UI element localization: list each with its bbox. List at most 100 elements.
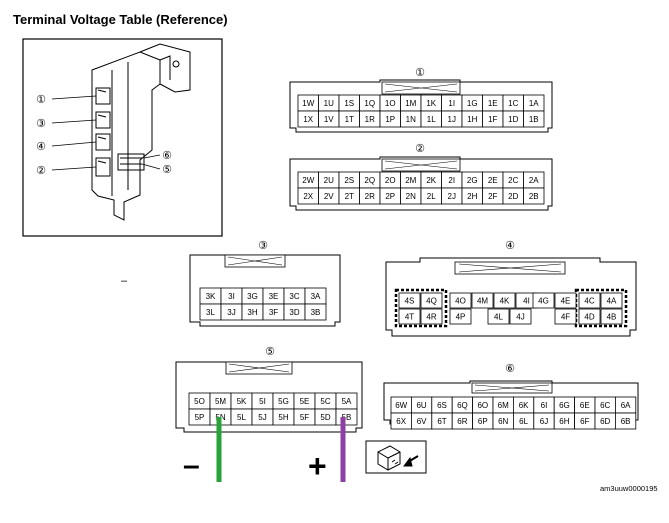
pin-label: 5E [300,397,310,406]
pin-label: 5A [342,397,352,406]
pin-cell [523,187,545,205]
pin-cell [523,110,545,128]
pin-label: 2E [488,176,498,185]
pin-label: 6D [600,417,610,426]
pin-label: 6A [621,401,631,410]
pin-label: 3E [269,292,279,301]
pin-label: 6L [519,417,528,426]
pin-label: 4D [584,313,594,322]
pin-label: 6E [580,401,590,410]
callout-leader [51,166,97,171]
pin-label: 1N [406,115,416,124]
pin-label: 4M [477,297,488,306]
pin-label: 1G [467,99,478,108]
pin-label: 4T [405,313,414,322]
pin-label: 3G [247,292,258,301]
connector-number: ④ [505,240,515,252]
pin-label: 1P [385,115,395,124]
pin-cell [471,292,494,309]
pin-label: 4G [538,297,549,306]
pin-label: 3L [206,308,215,317]
pin-label: 2R [365,192,375,201]
pin-label: 6V [417,417,427,426]
callout-leader [141,163,161,170]
pin-label: 2A [529,176,539,185]
pin-label: 1U [324,99,334,108]
pin-label: 2W [302,176,314,185]
pin-label: 3K [206,292,216,301]
pin-label: 1H [467,115,477,124]
pin-label: 4E [561,297,571,306]
pin-label: 2H [467,192,477,201]
callout-number: ⑥ [162,150,172,162]
connector-number: ⑤ [265,346,275,358]
pin-label: 5F [300,413,309,422]
pin-label: 4F [561,313,570,322]
pin-cell [304,303,327,321]
connector-5: ⑤5O5M5K5I5G5E5C5A5P5N5L5J5H5F5D5B [175,346,363,433]
callout-number: ⑤ [162,164,172,176]
pin-label: 2C [508,176,518,185]
callout-leader [51,141,97,147]
view-direction-icon [365,440,427,474]
pin-label: 1A [529,99,539,108]
pin-cell [554,292,577,309]
pin-label: 2U [324,176,334,185]
pin-label: 1M [405,99,416,108]
pin-label: 5M [215,397,226,406]
pin-label: 6K [519,401,529,410]
pin-label: 6M [498,401,509,410]
pin-label: 1W [302,99,314,108]
pin-label: 1V [324,115,334,124]
pin-cell [420,292,443,309]
pin-label: 3C [289,292,299,301]
pin-label: 1I [448,99,455,108]
pin-label: 6G [559,401,570,410]
connector-number: ② [415,143,425,155]
pin-label: 2K [426,176,436,185]
pin-cell [493,292,516,309]
pin-label: 6X [396,417,406,426]
pin-label: 4Q [426,297,437,306]
pin-label: 1O [385,99,396,108]
negative-symbol: – [183,449,200,482]
pin-label: 1T [345,115,354,124]
pin-label: 5K [237,397,247,406]
probe-wires: – + [183,417,346,484]
pin-label: 6O [477,401,488,410]
pin-label: 2P [385,192,395,201]
pin-label: 1K [426,99,436,108]
pin-label: 5J [258,413,266,422]
callout-leader [51,95,97,100]
connector-number: ① [415,67,425,79]
pin-cell [398,292,421,309]
pin-cell [578,292,601,309]
pin-label: 6U [416,401,426,410]
pin-label: 4B [607,313,617,322]
pin-label: 4S [405,297,415,306]
pin-label: 6I [541,401,548,410]
pin-label: 5O [194,397,205,406]
pin-label: 3J [227,308,235,317]
pin-label: 4P [456,313,466,322]
connector-number: ⑥ [505,363,515,375]
pin-label: 1C [508,99,518,108]
figure-code: am3uuw0000195 [600,484,658,493]
pin-label: 2J [448,192,456,201]
pin-label: 1R [365,115,375,124]
pin-cell [600,308,623,325]
pin-label: 4I [523,297,530,306]
pin-label: 2B [529,192,539,201]
pin-label: 2F [488,192,497,201]
callout-number: ④ [36,141,46,153]
pin-label: 6Q [457,401,468,410]
pin-label: 4L [494,313,503,322]
pin-label: 1D [508,115,518,124]
pin-label: 6B [621,417,631,426]
pin-label: 1F [488,115,497,124]
pin-label: 2G [467,176,478,185]
